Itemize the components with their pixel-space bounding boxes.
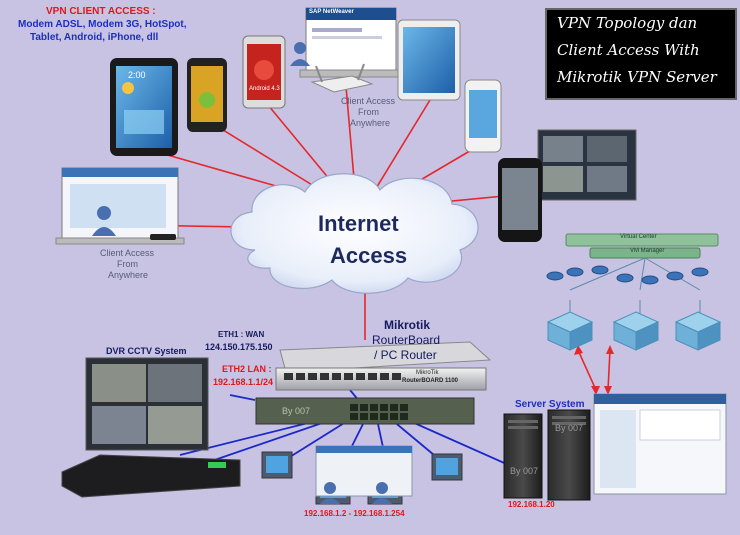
iphone-device (464, 79, 502, 153)
lan-screenshot-panel (315, 445, 413, 497)
cluster-links (569, 257, 701, 320)
lan-pc-1 (261, 451, 293, 479)
user-icon-top (290, 42, 310, 66)
user-icon-lan-1 (320, 482, 340, 504)
eth1-ip: 124.150.175.150 (205, 342, 273, 352)
ipad-device (397, 19, 461, 101)
server-app-window (593, 393, 727, 495)
router-label-line-2: RouterBoard (372, 333, 441, 347)
diagram-title-box: VPN Topology dan Client Access With Mikr… (545, 8, 737, 100)
laptop-left (55, 167, 185, 245)
lan-ip-range: 192.168.1.2 - 192.168.1.254 (304, 509, 405, 518)
client-access-left-line-2: From (117, 259, 138, 269)
iphone-cctv-device (498, 158, 542, 242)
storage-cylinders (546, 265, 709, 285)
cloud-label-access: Access (330, 243, 408, 268)
user-icon-lan-2 (372, 482, 392, 504)
client-access-left-line-3: Anywhere (108, 270, 149, 280)
router-model: RouterBOARD 1100 (402, 378, 459, 384)
host-node-3 (674, 311, 722, 351)
client-access-top-line-2: From (358, 107, 379, 117)
tablet-clock: 2:00 (128, 70, 146, 80)
android-phone (187, 58, 227, 132)
server-tower-2 (547, 409, 591, 501)
server-tower-1 (503, 413, 543, 499)
title-line-1: VPN Topology dan (557, 14, 698, 32)
vpn-client-line-2: Tablet, Android, iPhone, dll (30, 32, 159, 43)
laptop-sap (299, 7, 403, 78)
client-access-left-line-1: Client Access (100, 248, 155, 258)
eth2-ip: 192.168.1.1/24 (213, 377, 274, 387)
tablet-device (110, 58, 178, 156)
internet-cloud (230, 173, 479, 294)
title-line-2: Client Access With (557, 41, 700, 59)
virtual-center-label: Virtual Center (620, 234, 657, 240)
wifi-router-device (310, 63, 374, 93)
android-version-label: Android 4.3 (249, 86, 280, 92)
dvr-recorder (61, 454, 241, 498)
server-ip: 192.168.1.20 (508, 500, 555, 509)
dvr-monitor (85, 357, 209, 451)
eth2-label: ETH2 LAN : (222, 364, 272, 374)
vpn-client-heading: VPN CLIENT ACCESS : (46, 6, 156, 17)
eth1-label: ETH1 : WAN (218, 330, 265, 339)
cloud-label-internet: Internet (318, 211, 399, 236)
server-tag-2: By 007 (555, 423, 584, 433)
user-icon-left (92, 206, 116, 236)
router-label-line-3: / PC Router (374, 348, 437, 362)
vpn-client-line-1: Modem ADSL, Modem 3G, HotSpot, (18, 19, 187, 30)
vm-manager-label: VM Manager (630, 248, 665, 254)
cctv-monitor-top (537, 129, 637, 201)
wan-link-arrows (574, 345, 614, 395)
mikrotik-router (275, 341, 492, 391)
android-phone-red (242, 35, 286, 109)
router-label-line-1: Mikrotik (384, 318, 431, 332)
host-node-1 (546, 311, 594, 351)
dvr-label: DVR CCTV System (106, 346, 187, 356)
lan-pc-4 (431, 453, 463, 481)
server-tag-1: By 007 (510, 466, 539, 476)
switch-label: By 007 (282, 406, 311, 416)
network-switch (255, 397, 475, 425)
router-brand: MikroTik (416, 370, 439, 376)
sap-screen-label: SAP NetWeaver (309, 9, 354, 15)
client-access-top-line-1: Client Access (341, 96, 396, 106)
virtual-center-bar (565, 233, 719, 247)
title-line-3: Mikrotik VPN Server (557, 68, 717, 86)
server-system-label: Server System (515, 399, 585, 410)
host-node-2 (612, 311, 660, 351)
client-access-top-line-3: Anywhere (350, 118, 391, 128)
